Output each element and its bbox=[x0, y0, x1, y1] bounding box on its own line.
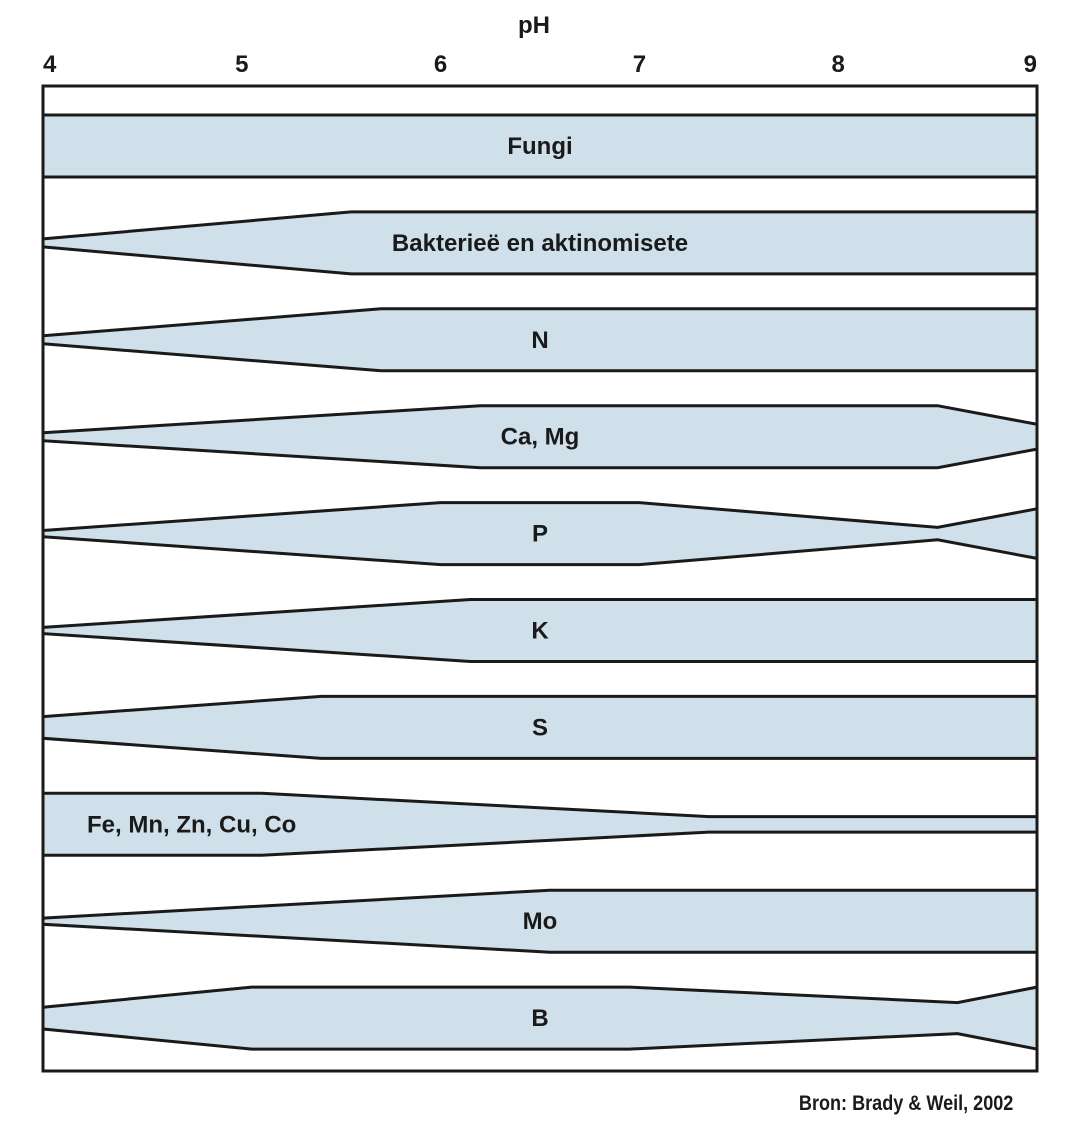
band-label-4: Ca, Mg bbox=[501, 424, 580, 451]
x-axis-ticks: 4 5 6 7 8 9 bbox=[43, 51, 1037, 78]
x-axis-title: pH bbox=[518, 12, 550, 39]
band-label-2: Bakterieë en aktinomisete bbox=[392, 230, 688, 257]
x-tick-label-9: 9 bbox=[1024, 51, 1037, 78]
band-label-3: N bbox=[531, 327, 548, 354]
band-label-6: K bbox=[531, 618, 549, 645]
band-label-5: P bbox=[532, 521, 548, 548]
band-3: N bbox=[41, 307, 1039, 373]
band-4: Ca, Mg bbox=[41, 404, 1039, 470]
band-label-1: Fungi bbox=[507, 133, 572, 160]
band-label-7: S bbox=[532, 714, 548, 741]
x-tick-label-6: 6 bbox=[434, 51, 447, 78]
band-6: K bbox=[41, 598, 1039, 663]
x-tick-label-4: 4 bbox=[43, 51, 57, 78]
band-2: Bakterieë en aktinomisete bbox=[41, 210, 1039, 276]
band-label-8: Fe, Mn, Zn, Cu, Co bbox=[87, 811, 296, 838]
band-10: B bbox=[41, 985, 1039, 1051]
band-1: Fungi bbox=[41, 113, 1039, 179]
source-citation: Bron: Brady & Weil, 2002 bbox=[798, 1092, 1013, 1115]
band-label-9: Mo bbox=[523, 908, 558, 935]
band-7: S bbox=[41, 694, 1039, 760]
x-tick-label-7: 7 bbox=[633, 51, 646, 78]
x-tick-label-5: 5 bbox=[235, 51, 248, 78]
band-label-10: B bbox=[531, 1005, 548, 1032]
x-tick-label-8: 8 bbox=[832, 51, 845, 78]
band-9: Mo bbox=[41, 888, 1039, 954]
band-8: Fe, Mn, Zn, Cu, Co bbox=[41, 791, 1039, 857]
band-5: P bbox=[41, 501, 1039, 567]
plot-frame bbox=[41, 84, 1039, 1073]
